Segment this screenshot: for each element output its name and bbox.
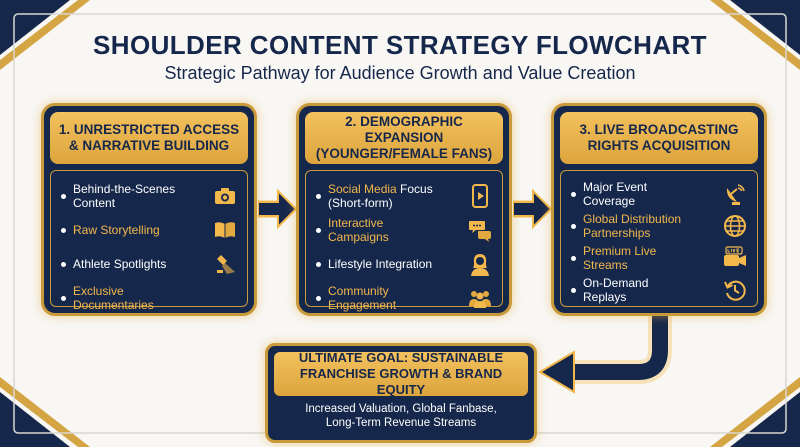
ultimate-goal-header: ULTIMATE GOAL: SUSTAINABLE FRANCHISE GRO… [274,350,528,398]
corner-bottom-left [0,392,70,447]
list-item: Raw Storytelling [51,213,247,247]
step-3-heading: 3. LIVE BROADCASTING RIGHTS ACQUISITION [579,122,739,153]
step-1-header: 1. UNRESTRICTED ACCESS & NARRATIVE BUILD… [50,112,248,164]
item-label: Behind-the-Scenes Content [73,182,176,210]
item-label-rest: Focus (Short-form) [328,182,433,210]
ultimate-goal-body-line-1: Increased Valuation, Global Fanbase, [305,403,497,415]
item-label: Raw Storytelling [73,223,160,237]
item-label: Athlete Spotlights [73,257,167,271]
list-item: Exclusive Documentaries [51,281,247,313]
list-item: Behind-the-Scenes Content [51,179,247,213]
step-3-body: Major Event Coverage Global Distribution… [560,170,758,307]
ultimate-goal-box: ULTIMATE GOAL: SUSTAINABLE FRANCHISE GRO… [265,343,537,443]
item-label: Social Media Focus (Short-form) [328,182,440,210]
list-item: Interactive Campaigns [306,213,502,247]
page-title: SHOULDER CONTENT STRATEGY FLOWCHART [93,30,707,60]
bullet [571,287,576,293]
ultimate-goal-heading: ULTIMATE GOAL: SUSTAINABLE FRANCHISE GRO… [274,350,528,398]
smartphone-play-icon [472,184,488,208]
bullet [571,255,576,261]
ultimate-goal-body: Increased Valuation, Global Fanbase, Lon… [268,402,534,430]
bullet [316,193,321,199]
step-1-heading: 1. UNRESTRICTED ACCESS & NARRATIVE BUILD… [58,122,240,153]
item-label: Major Event Coverage [583,180,648,208]
item-label: Premium Live Streams [583,244,657,272]
bullet [571,223,576,229]
item-label: Community Engagement [328,284,397,312]
list-item: On-Demand Replays [561,273,757,307]
book-icon [215,222,235,238]
return-path-arrowhead [538,350,575,394]
bullet [316,295,321,301]
bullet [61,227,66,233]
step-3-card: 3. LIVE BROADCASTING RIGHTS ACQUISITION … [551,103,767,316]
satellite-dish-icon [726,184,745,205]
list-item: Athlete Spotlights [51,247,247,281]
item-label: Interactive Campaigns [328,216,389,244]
bullet [316,261,321,267]
step-2-header: 2. DEMOGRAPHIC EXPANSION (YOUNGER/FEMALE… [305,112,503,164]
step-2-card: 2. DEMOGRAPHIC EXPANSION (YOUNGER/FEMALE… [296,103,512,316]
flow-arrow-2 [513,188,553,230]
step-3-header: 3. LIVE BROADCASTING RIGHTS ACQUISITION [560,112,758,164]
globe-icon [724,215,746,237]
bullet [61,295,66,301]
ultimate-goal-heading-line-2: FRANCHISE GROWTH & BRAND EQUITY [299,366,503,397]
flow-arrow-1 [258,188,298,230]
group-icon [469,291,491,308]
bullet [61,193,66,199]
step-1-card: 1. UNRESTRICTED ACCESS & NARRATIVE BUILD… [41,103,257,316]
item-label-highlight: Social Media [328,182,397,196]
replay-clock-icon [724,280,746,301]
step-1-body: Behind-the-Scenes Content Raw Storytelli… [50,170,248,312]
list-item: Global Distribution Partnerships [561,209,757,243]
bullet [571,191,576,197]
list-item: Premium Live Streams [561,241,757,275]
step-2-heading: 2. DEMOGRAPHIC EXPANSION (YOUNGER/FEMALE… [315,114,493,161]
woman-icon [471,254,489,276]
ultimate-goal-body-line-2: Long-Term Revenue Streams [325,417,477,429]
chat-bubbles-icon [469,221,491,242]
ultimate-goal-heading-line-1: ULTIMATE GOAL: SUSTAINABLE [298,350,504,365]
item-label: Global Distribution Partnerships [583,212,682,240]
item-label: On-Demand Replays [583,276,649,304]
page-subtitle: Strategic Pathway for Audience Growth an… [164,63,636,83]
corner-bottom-right [730,392,800,447]
list-item: Major Event Coverage [561,177,757,211]
bullet [61,261,66,267]
spotlight-icon [217,255,235,274]
list-item: Community Engagement [306,281,502,313]
bullet [316,227,321,233]
list-item: Lifestyle Integration [306,247,502,281]
camera-icon [215,188,235,204]
live-camera-icon [724,246,746,266]
step-2-body: Social Media Focus (Short-form) Interact… [305,170,503,312]
list-item: Social Media Focus (Short-form) [306,179,502,213]
item-label: Lifestyle Integration [328,257,433,271]
item-label: Exclusive Documentaries [73,284,154,312]
